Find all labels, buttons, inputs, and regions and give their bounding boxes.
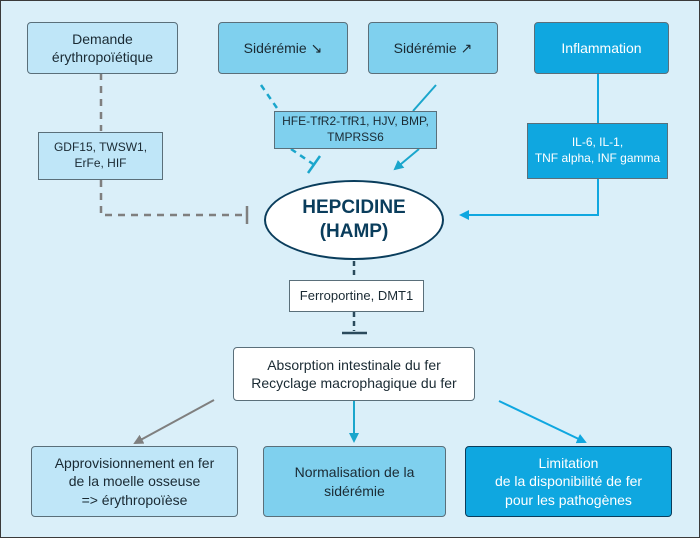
link-il6-hepcidine <box>459 179 599 220</box>
gdf15-box: GDF15, TWSW1, ErFe, HIF <box>38 132 163 180</box>
sideremie-high-box: Sidérémie ↗ <box>368 22 498 74</box>
hepcidine-ellipse: HEPCIDINE (HAMP) <box>264 180 444 260</box>
approvisionnement-box: Approvisionnement en fer de la moelle os… <box>31 446 238 517</box>
demande-erythropoietique-box: Demande érythropoïétique <box>27 22 178 74</box>
link-gdf15-hepcidine <box>99 180 245 217</box>
link-absorption-limitation <box>498 400 587 444</box>
link-hfe-hepcidine-inhibit <box>290 147 314 166</box>
link-sideremie-low-hfe <box>259 84 281 112</box>
hfe-tfr2-box: HFE-TfR2-TfR1, HJV, BMP, TMPRSS6 <box>274 111 437 149</box>
absorption-box: Absorption intestinale du fer Recyclage … <box>233 347 475 401</box>
link-sideremie-high-hfe <box>412 84 437 112</box>
ferroportine-box: Ferroportine, DMT1 <box>289 280 424 312</box>
sideremie-low-box: Sidérémie ↘ <box>218 22 348 74</box>
normalisation-box: Normalisation de la sidérémie <box>263 446 446 517</box>
limitation-box: Limitation de la disponibilité de fer po… <box>465 446 672 517</box>
inflammation-box: Inflammation <box>534 22 669 74</box>
il6-box: IL-6, IL-1, TNF alpha, INF gamma <box>527 123 668 179</box>
inhibition-bar-sideremie <box>306 155 322 174</box>
link-absorption-approvisionnement <box>133 399 215 444</box>
link-hfe-hepcidine-activate <box>393 148 420 171</box>
